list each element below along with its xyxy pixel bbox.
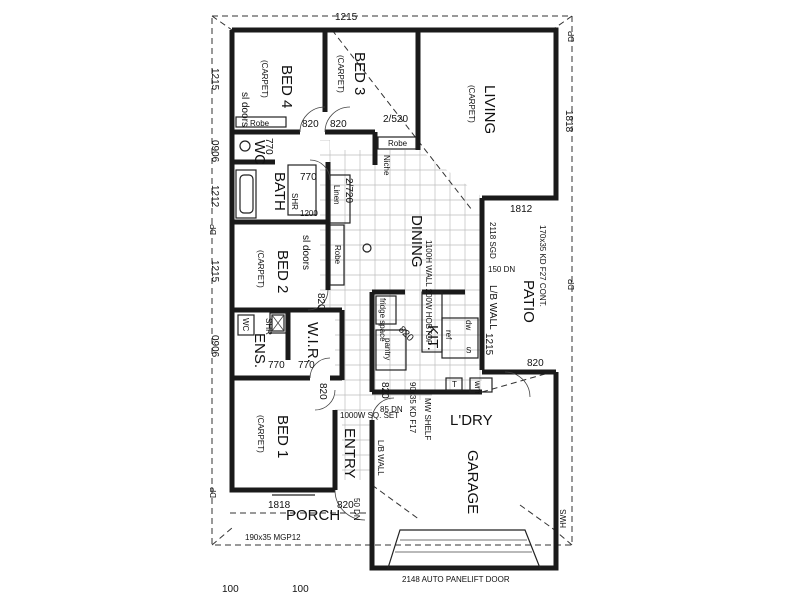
room-wc: WC: [251, 140, 268, 165]
label-dp-2: DP: [209, 487, 218, 498]
dim-770-a: 770: [263, 138, 274, 155]
label-robe-2: Robe: [388, 139, 408, 148]
label-pantry: pantry: [383, 338, 392, 360]
room-bed4: BED 4: [278, 65, 295, 108]
dim-820-f: 820: [379, 382, 390, 399]
dim-85dn: 85 DN: [380, 405, 403, 414]
dim-patio-top: 1812: [510, 204, 533, 215]
label-wc-tag: WC: [241, 318, 250, 332]
label-linen: Linen: [332, 185, 341, 205]
dim-bottom-2: 100: [292, 584, 309, 595]
dim-patio-side: 1215: [483, 333, 494, 356]
room-bed4-doors: sl doors: [239, 92, 250, 127]
room-garage: GARAGE: [464, 450, 481, 514]
dim-left-4: 1215: [209, 260, 220, 283]
roof-outline: [211, 15, 573, 546]
label-sq-set: 1000W SQ. SET: [340, 411, 399, 420]
label-dp-4: DP: [567, 31, 576, 42]
label-s: S: [466, 346, 471, 355]
room-bath: BATH: [271, 172, 288, 211]
fixtures: [235, 116, 493, 496]
dim-left-1: 1215: [209, 68, 220, 91]
dim-50dn: 50 DN: [352, 498, 361, 521]
dim-2-720: 2/720: [343, 178, 354, 203]
label-wm: wm: [473, 380, 482, 394]
label-lb-wall: L/B WALL: [487, 285, 498, 330]
room-bed3: BED 3: [351, 52, 368, 95]
dim-left-5: 0906: [209, 335, 220, 358]
room-living-floor: (CARPET): [467, 85, 476, 123]
room-laundry: L'DRY: [450, 412, 493, 429]
dim-820-h: 820: [337, 500, 354, 511]
label-fridge: fridge space: [378, 298, 387, 342]
dim-770-d: 770: [298, 360, 315, 371]
dim-770-b: 770: [300, 172, 317, 183]
label-dw: dw: [464, 320, 473, 330]
room-bed2-doors: sl doors: [300, 235, 311, 270]
dimensions: 1215 1818 1215 0906 1212 1215 0906 1812 …: [209, 12, 574, 595]
exterior-walls: [229, 27, 559, 571]
label-kd-cont: 170x35 KD F27 CONT.: [538, 225, 547, 307]
label-robe-3: Robe: [333, 245, 342, 265]
garage-door: [387, 529, 541, 569]
room-entry: ENTRY: [341, 428, 358, 479]
dim-770-c: 770: [268, 360, 285, 371]
door-swings: [299, 106, 531, 521]
room-bed4-floor: (CARPET): [260, 60, 269, 98]
room-bed2-floor: (CARPET): [256, 250, 265, 288]
label-niche: Niche: [382, 155, 391, 176]
dim-top: 1215: [335, 12, 358, 23]
dim-820-b: 820: [330, 119, 347, 130]
room-porch: PORCH: [286, 507, 340, 524]
label-shr-1: SHR: [290, 193, 299, 210]
label-lb-wall-2: L/B WALL: [376, 440, 385, 476]
room-ens: ENS.: [251, 333, 268, 368]
dim-living-side: 1818: [563, 110, 574, 133]
dim-left-3: 1212: [209, 185, 220, 208]
annotations: Robe Robe Robe Niche Linen pantry fridge…: [209, 31, 576, 584]
dim-150dn: 150 DN: [488, 265, 515, 274]
label-mgp: 190x35 MGP12: [245, 533, 301, 542]
label-mw-shelf: MW SHELF: [423, 398, 432, 440]
label-ref: ref: [444, 330, 453, 340]
dim-porch: 1818: [268, 500, 291, 511]
label-t: T: [452, 380, 457, 389]
dim-2118: 2118 SGD: [488, 222, 497, 259]
room-bed3-floor: (CARPET): [336, 55, 345, 93]
dim-820-d: 820: [396, 324, 416, 344]
room-living: LIVING: [481, 85, 498, 134]
dim-bottom-1: 100: [222, 584, 239, 595]
dim-2-520: 2/520: [383, 114, 408, 125]
label-shr-2: SHR: [264, 318, 273, 335]
label-dp-3: DP: [567, 279, 576, 290]
dim-820-c: 820: [315, 293, 326, 310]
label-nib-wall: 1100H WALL 200W HOBTOP: [424, 240, 433, 345]
dim-820-g: 820: [527, 358, 544, 369]
room-patio: PATIO: [520, 280, 537, 323]
dim-820-a: 820: [302, 119, 319, 130]
dim-left-2: 0906: [209, 140, 220, 163]
room-dining: DINING: [408, 215, 425, 268]
interior-walls: [232, 30, 482, 490]
room-kit: KIT.: [424, 325, 441, 351]
room-labels: BED 4 (CARPET) sl doors BED 3 (CARPET) L…: [239, 52, 537, 524]
room-bed2: BED 2: [274, 250, 291, 293]
label-panelift: 2148 AUTO PANELIFT DOOR: [402, 575, 510, 584]
dim-1200: 1200: [300, 209, 318, 218]
label-robe-1: Robe: [250, 119, 270, 128]
room-bed1: BED 1: [274, 415, 291, 458]
room-bed1-floor: (CARPET): [256, 415, 265, 453]
dim-820-e: 820: [317, 383, 328, 400]
room-wir: W.I.R.: [304, 322, 321, 363]
label-dp-1: DP: [209, 224, 218, 235]
label-hws: HWS: [559, 509, 568, 528]
label-kd-f17: 90x35 KD F17: [408, 382, 417, 434]
